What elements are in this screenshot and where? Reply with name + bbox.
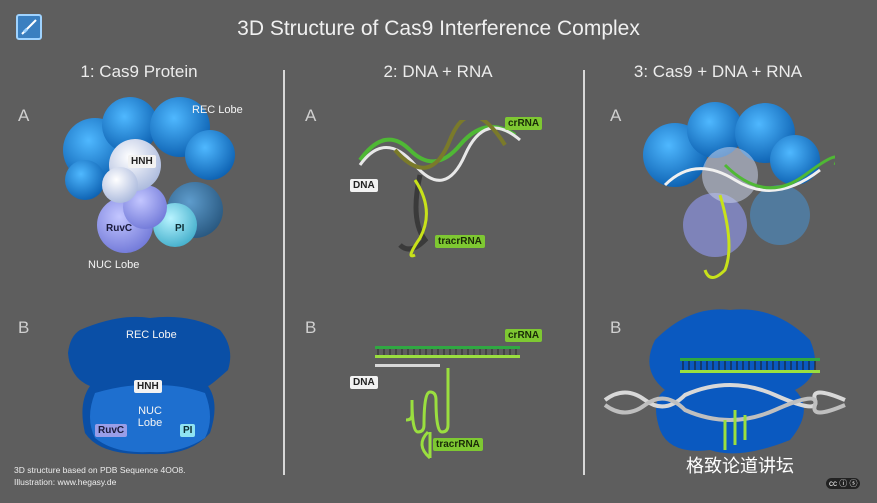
rec-lobe-label: REC Lobe — [192, 104, 243, 116]
row-label-a: A — [610, 106, 622, 125]
column-heading-cas9: 1: Cas9 Protein — [80, 62, 198, 81]
brand-watermark: 格致论道讲坛 — [686, 456, 794, 476]
footer-pdb-credit: 3D structure based on PDB Sequence 4OO8. — [14, 465, 186, 475]
nuc-lobe-label: NUC Lobe — [88, 259, 140, 271]
page-title: 3D Structure of Cas9 Interference Comple… — [237, 17, 640, 40]
cas9-complex-3d — [643, 102, 835, 279]
tracrrna-label: tracrRNA — [435, 235, 485, 248]
row-label-a: A — [305, 106, 317, 125]
crrna-label: crRNA — [505, 329, 543, 342]
pi-label: PI — [180, 424, 196, 437]
pi-label: PI — [175, 223, 185, 234]
dna-rna-schematic — [375, 346, 520, 460]
ruvc-label: RuvC — [106, 223, 133, 234]
row-label-a: A — [18, 106, 30, 125]
cas9-protein-3d — [63, 97, 235, 253]
column-divider — [283, 70, 285, 475]
column-divider — [583, 70, 585, 475]
cas9-complex-schematic — [603, 309, 846, 454]
rec-lobe-label: REC Lobe — [126, 329, 177, 341]
dna-label: DNA — [350, 376, 378, 389]
dna-rna-3d — [358, 120, 521, 258]
row-label-b: B — [305, 318, 317, 337]
license-badge: cc ⓘ ⓢ — [826, 478, 861, 489]
hnh-label: HNH — [134, 380, 162, 393]
row-label-b: B — [610, 318, 622, 337]
column-heading-complex: 3: Cas9 + DNA + RNA — [633, 62, 803, 81]
crrna-label: crRNA — [505, 117, 543, 130]
dna-label: DNA — [350, 179, 378, 192]
ruvc-label: RuvC — [95, 424, 128, 437]
column-heading-dna-rna: 2: DNA + RNA — [383, 62, 493, 81]
footer-credits: 3D structure based on PDB Sequence 4OO8.… — [14, 464, 186, 488]
tracrrna-label: tracrRNA — [433, 438, 483, 451]
hnh-label: HNH — [128, 155, 156, 168]
nuc-lobe-label: NUC Lobe — [137, 405, 163, 429]
app-logo-icon — [16, 14, 42, 40]
footer-illustration-credit: Illustration: www.hegasy.de — [14, 477, 117, 487]
row-label-b: B — [18, 318, 30, 337]
